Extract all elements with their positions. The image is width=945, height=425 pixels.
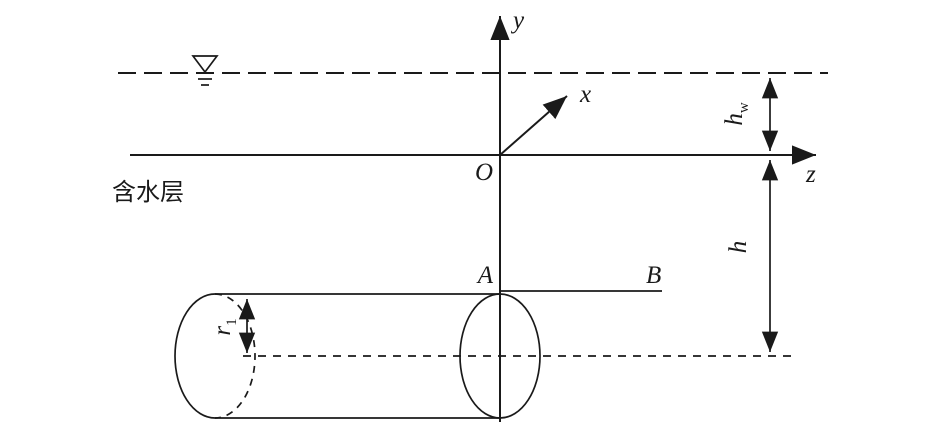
tunnel-cylinder xyxy=(174,293,541,419)
point-b-label: B xyxy=(646,262,661,289)
x-axis xyxy=(499,95,568,156)
r1-subscript: 1 xyxy=(224,318,240,326)
dimension-r1-label: r1 xyxy=(209,318,240,335)
hw-base: h xyxy=(721,113,748,126)
point-a-label: A xyxy=(476,262,494,289)
r1-base: r xyxy=(209,326,236,336)
tunnel-back-cap-solid xyxy=(174,293,216,419)
origin-label: O xyxy=(475,159,493,186)
hw-subscript: w xyxy=(736,102,752,113)
dimension-hw-label: hw xyxy=(721,102,752,126)
tunnel-back-cap-hidden xyxy=(214,293,256,419)
water-table-icon xyxy=(191,55,219,86)
x-axis-label: x xyxy=(579,81,591,108)
z-axis-label: z xyxy=(805,161,816,188)
dimension-h-label: h xyxy=(725,241,752,254)
y-axis-label: y xyxy=(510,7,525,34)
aquifer-label: 含水层 xyxy=(112,179,184,206)
